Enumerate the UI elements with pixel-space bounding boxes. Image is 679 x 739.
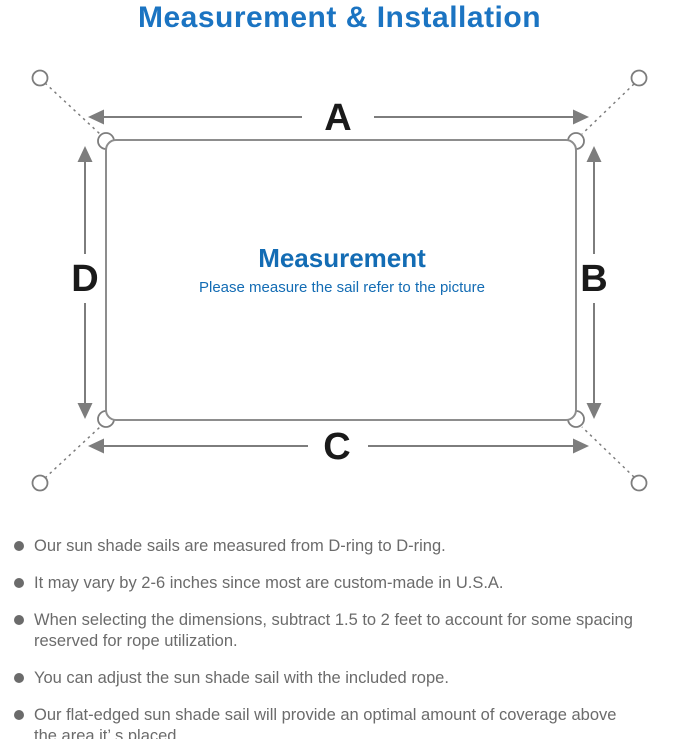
list-item: Our flat-edged sun shade sail will provi… [14, 705, 669, 739]
notes-list: Our sun shade sails are measured from D-… [14, 536, 669, 739]
arrow-down-icon [77, 403, 93, 419]
list-item: When selecting the dimensions, subtract … [14, 610, 669, 652]
diagram-center-subtitle: Please measure the sail refer to the pic… [199, 279, 485, 296]
bullet-icon [14, 710, 24, 720]
note-text: You can adjust the sun shade sail with t… [34, 669, 449, 687]
bullet-icon [14, 578, 24, 588]
page-title: Measurement & Installation [137, 1, 542, 34]
anchor-point-icon-bottom-right [630, 474, 648, 492]
list-item: It may vary by 2-6 inches since most are… [14, 573, 669, 594]
bullet-icon [14, 673, 24, 683]
note-text: When selecting the dimensions, subtract … [34, 611, 633, 650]
arrow-up-icon [77, 146, 93, 162]
rope-dashed-line-bottom-left [44, 426, 101, 479]
dimension-label-b: B [580, 258, 607, 300]
shade-sail-outline [105, 139, 577, 421]
bullet-icon [14, 615, 24, 625]
diagram-center-title: Measurement [258, 243, 426, 273]
note-text: Our sun shade sails are measured from D-… [34, 537, 446, 555]
arrow-up-icon [586, 146, 602, 162]
list-item: You can adjust the sun shade sail with t… [14, 668, 669, 689]
arrow-right-icon [573, 438, 589, 454]
list-item: Our sun shade sails are measured from D-… [14, 536, 669, 557]
arrow-right-icon [573, 109, 589, 125]
rope-dashed-line-top-left [44, 82, 101, 135]
dimension-label-d: D [71, 258, 98, 300]
arrow-left-icon [88, 438, 104, 454]
note-text: It may vary by 2-6 inches since most are… [34, 574, 504, 592]
note-text: Our flat-edged sun shade sail will provi… [34, 706, 617, 739]
rope-dashed-line-bottom-right [581, 426, 635, 478]
dimension-label-a: A [324, 97, 351, 139]
arrow-left-icon [88, 109, 104, 125]
anchor-point-icon-bottom-left [31, 474, 49, 492]
dimension-label-c: C [323, 426, 350, 468]
arrow-down-icon [586, 403, 602, 419]
measurement-diagram: A C D B Measurement Please measure the s… [31, 69, 648, 492]
anchor-point-icon-top-right [630, 69, 648, 87]
anchor-point-icon-top-left [31, 69, 49, 87]
rope-dashed-line-top-right [581, 83, 635, 135]
bullet-icon [14, 541, 24, 551]
